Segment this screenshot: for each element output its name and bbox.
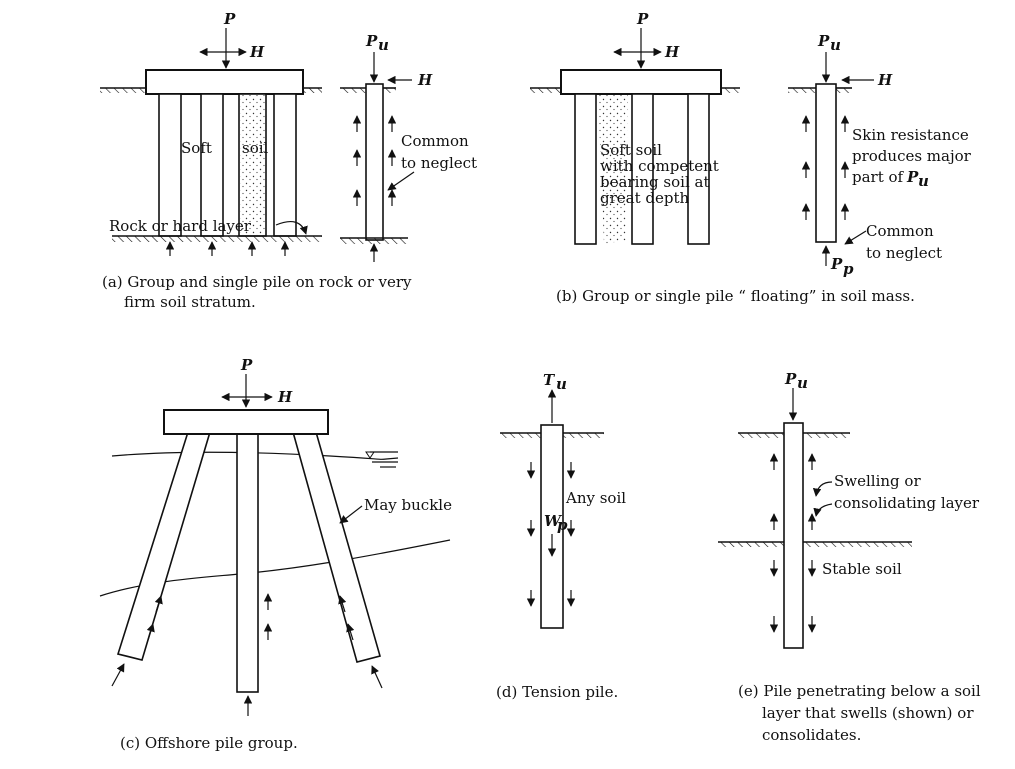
weight-subscript: p bbox=[557, 516, 568, 534]
load-tu-label: T bbox=[543, 371, 556, 389]
caption-e: (e) Pile penetrating below a soil bbox=[738, 682, 981, 700]
neglect-pointer-arrow bbox=[387, 171, 415, 191]
tip-load-subscript: p bbox=[843, 260, 854, 278]
soil-stipple bbox=[240, 95, 265, 235]
layer-boundary-e bbox=[718, 541, 912, 547]
soft-soil-label: soil bbox=[242, 139, 269, 157]
skin-resistance-label: part of bbox=[852, 168, 905, 186]
load-pu-label: P bbox=[817, 32, 830, 50]
pile bbox=[200, 93, 224, 237]
battered-pile-right bbox=[291, 431, 381, 663]
caption-a: (a) Group and single pile on rock or ver… bbox=[102, 273, 412, 291]
panel-b: P H Soft soil with competent bearing soi… bbox=[530, 10, 972, 305]
caption-d: (d) Tension pile. bbox=[496, 683, 618, 701]
soil-description: bearing soil at bbox=[600, 173, 709, 191]
ground-line-e bbox=[738, 432, 850, 438]
skin-resistance-label: produces major bbox=[852, 147, 972, 165]
load-h-label: H bbox=[664, 43, 680, 61]
battered-pile-left bbox=[116, 431, 212, 661]
vertical-pile bbox=[236, 431, 259, 693]
single-pile-a bbox=[365, 83, 384, 241]
ground-line-a2 bbox=[340, 87, 396, 93]
caption-a: firm soil stratum. bbox=[124, 293, 256, 311]
skin-resistance-subscript: u bbox=[918, 172, 929, 190]
load-h-label: H bbox=[249, 43, 265, 61]
ground-line-a bbox=[100, 87, 322, 93]
soft-soil-label: Soft bbox=[181, 139, 212, 157]
load-pu-subscript: u bbox=[830, 36, 841, 54]
load-pu-subscript: u bbox=[797, 374, 808, 392]
skin-resistance-label: Skin resistance bbox=[852, 126, 969, 144]
pile bbox=[687, 93, 710, 245]
ground-line-d bbox=[500, 432, 604, 438]
panel-a: P H Soft soil Rock or hard layer P u H C bbox=[100, 10, 477, 311]
neglect-label: Common bbox=[401, 132, 469, 150]
buckle-label: May buckle bbox=[364, 496, 452, 514]
panel-e: P u Swelling or consolidating layer Stab… bbox=[718, 370, 981, 744]
caption-e: layer that swells (shown) or bbox=[762, 704, 974, 722]
load-h2-label: H bbox=[417, 71, 433, 89]
skin-friction-arrow bbox=[146, 623, 155, 641]
soil-description: great depth bbox=[600, 189, 689, 207]
panel-d: T u W p Any soil (d) Tension pile. bbox=[496, 371, 626, 701]
pile-cap-a bbox=[145, 69, 304, 95]
ground-line-b bbox=[530, 87, 740, 93]
penetrating-pile bbox=[783, 422, 804, 649]
pile bbox=[273, 93, 297, 237]
weight-label: W bbox=[544, 512, 563, 530]
caption-c: (c) Offshore pile group. bbox=[120, 734, 298, 752]
single-pile-b bbox=[815, 83, 837, 243]
ground-line-b2 bbox=[788, 87, 852, 93]
neglect-label: Common bbox=[866, 222, 934, 240]
caption-b: (b) Group or single pile “ floating” in … bbox=[556, 287, 915, 305]
load-h-label: H bbox=[277, 388, 293, 406]
skin-friction-arrow bbox=[338, 595, 347, 613]
load-pu-label: P bbox=[784, 370, 797, 388]
tip-reaction-arrow bbox=[111, 663, 125, 687]
soil-description: with competent bbox=[600, 157, 719, 175]
buckle-pointer-arrow bbox=[339, 505, 363, 524]
swelling-pointer-arrow bbox=[812, 481, 833, 497]
load-tu-subscript: u bbox=[556, 375, 567, 393]
caption-e: consolidates. bbox=[762, 726, 861, 744]
stable-soil-label: Stable soil bbox=[822, 560, 902, 578]
any-soil-label: Any soil bbox=[565, 489, 626, 507]
load-pu-label: P bbox=[365, 32, 378, 50]
rock-layer-label: Rock or hard layer bbox=[109, 217, 252, 235]
pile-cap-c bbox=[163, 409, 329, 435]
soil-description: Soft soil bbox=[600, 141, 662, 159]
tip-reaction-arrow bbox=[371, 665, 383, 689]
neglect-label: to neglect bbox=[866, 244, 942, 262]
swelling-layer-label: Swelling or bbox=[834, 472, 921, 490]
pile bbox=[574, 93, 597, 245]
skin-friction-arrow bbox=[154, 595, 163, 613]
rock-layer-a2 bbox=[340, 237, 408, 244]
load-p-label: P bbox=[223, 10, 236, 28]
soil-stipple bbox=[598, 95, 628, 244]
load-p-label: P bbox=[636, 10, 649, 28]
pile bbox=[631, 93, 654, 245]
tension-pile bbox=[540, 424, 564, 629]
pile-cap-b bbox=[560, 69, 722, 95]
panel-c: P H May buckle (c) Offshore pile group. bbox=[99, 356, 452, 752]
skin-friction-arrow bbox=[346, 623, 355, 641]
swelling-pointer-arrow bbox=[813, 503, 833, 517]
neglect-label: to neglect bbox=[401, 154, 477, 172]
skin-resistance-symbol: P bbox=[906, 168, 919, 186]
rock-layer-a bbox=[112, 235, 322, 242]
load-h2-label: H bbox=[877, 71, 893, 89]
pile bbox=[158, 93, 182, 237]
load-p-label: P bbox=[240, 356, 253, 374]
tip-load-label: P bbox=[830, 255, 843, 273]
load-pu-subscript: u bbox=[378, 36, 389, 54]
swelling-layer-label: consolidating layer bbox=[834, 494, 980, 512]
neglect-pointer-arrow bbox=[844, 230, 867, 245]
rock-pointer-arrow bbox=[275, 220, 308, 235]
